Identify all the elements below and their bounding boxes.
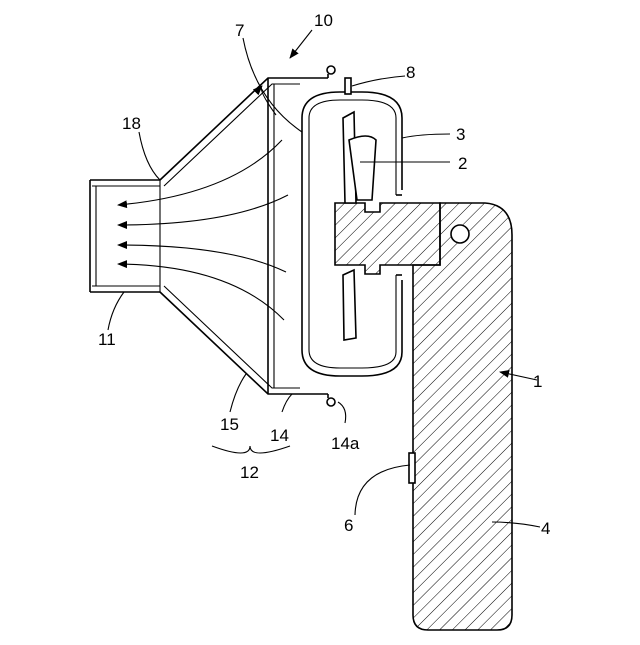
label-15: 15 (220, 415, 239, 434)
shaft-8 (345, 78, 351, 94)
label-3: 3 (456, 125, 465, 144)
airflow-arrows (118, 86, 288, 320)
rim-curl-bottom (327, 398, 335, 406)
fan-hub (335, 203, 440, 274)
label-4: 4 (541, 519, 550, 538)
label-14a: 14a (331, 434, 360, 453)
label-2: 2 (458, 154, 467, 173)
rim-curl-top (327, 66, 335, 74)
outlet-nozzle (90, 180, 160, 292)
pivot-hole (451, 225, 469, 243)
label-1: 1 (533, 372, 542, 391)
label-11: 11 (98, 330, 116, 349)
label-8: 8 (406, 63, 415, 82)
label-10: 10 (314, 11, 333, 30)
label-6: 6 (344, 516, 353, 535)
handle-body (409, 203, 512, 630)
label-14: 14 (270, 426, 289, 445)
label-7: 7 (235, 21, 244, 40)
label-12: 12 (240, 463, 259, 482)
label-18: 18 (122, 114, 141, 133)
switch-part (409, 453, 415, 483)
